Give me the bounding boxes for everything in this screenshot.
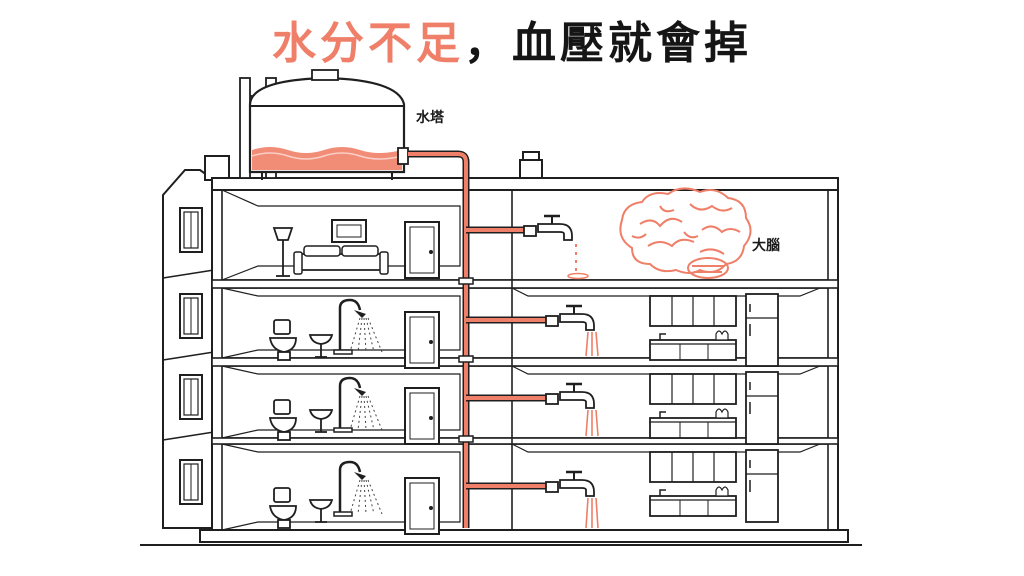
living-room bbox=[272, 219, 440, 279]
water-tower-label: 水塔 bbox=[416, 109, 445, 126]
water-pipe bbox=[408, 150, 546, 528]
faucet-floor-2 bbox=[544, 382, 599, 437]
faucet-floor-1 bbox=[544, 470, 599, 529]
title-rest: ，血壓就會掉 bbox=[464, 18, 752, 69]
brain-icon bbox=[619, 187, 752, 279]
title-highlight: 水分不足 bbox=[272, 18, 464, 69]
faucet-floor-3 bbox=[544, 304, 599, 357]
brain-label: 大腦 bbox=[752, 237, 780, 254]
page-title: 水分不足，血壓就會掉 bbox=[0, 14, 1024, 74]
water-tower bbox=[239, 69, 409, 180]
faucet-top-floor bbox=[522, 214, 589, 280]
